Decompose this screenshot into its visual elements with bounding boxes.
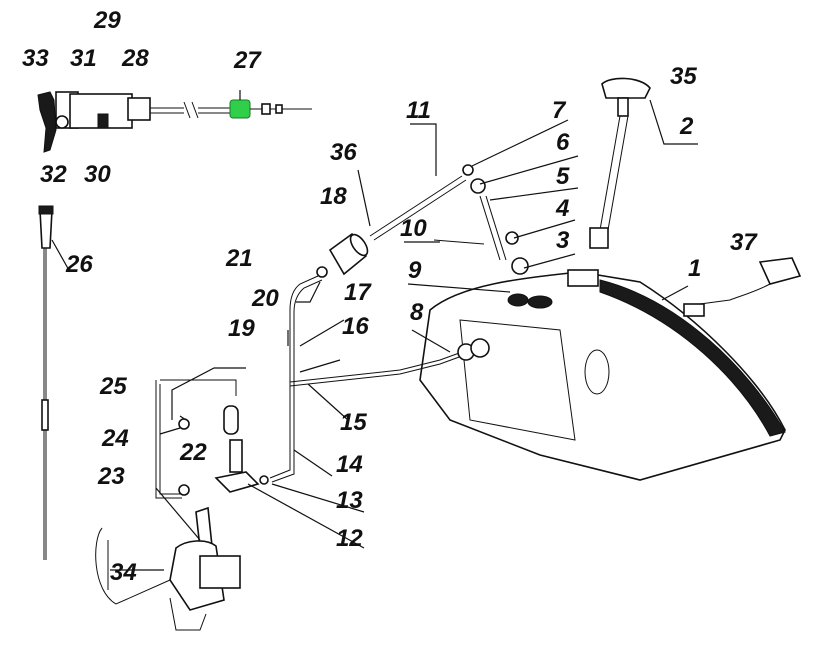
callout-28: 28 — [121, 45, 149, 72]
callout-33: 33 — [22, 45, 49, 72]
vent-assembly — [369, 164, 529, 275]
callout-29: 29 — [93, 7, 121, 34]
callout-31: 31 — [70, 45, 97, 72]
callout-21: 21 — [225, 245, 253, 272]
throttle-cap-28 — [127, 97, 151, 121]
callout-14: 14 — [336, 451, 363, 478]
callout-30: 30 — [84, 161, 111, 188]
callout-25: 25 — [99, 373, 127, 400]
fuel-tank-1 — [419, 269, 786, 481]
callout-5: 5 — [556, 163, 570, 190]
callout-6: 6 — [556, 129, 570, 156]
fuel-sender-37 — [683, 257, 802, 317]
callout-9: 9 — [408, 257, 422, 284]
callout-16: 16 — [342, 313, 369, 340]
throttle-assembly — [37, 91, 312, 153]
callout-22: 22 — [179, 439, 207, 466]
callout-11: 11 — [406, 97, 431, 124]
callout-36: 36 — [330, 139, 357, 166]
callout-20: 20 — [251, 285, 279, 312]
callout-35: 35 — [670, 63, 697, 90]
filler-neck — [567, 269, 599, 287]
callout-37: 37 — [730, 229, 758, 256]
carburetor-23 — [95, 506, 241, 631]
callout-labels: 1 2 3 4 5 6 7 8 9 10 11 12 13 14 15 16 1… — [22, 7, 758, 586]
callout-8: 8 — [410, 299, 424, 326]
callout-23: 23 — [97, 463, 125, 490]
callout-12: 12 — [336, 525, 363, 552]
fuel-petcock — [178, 405, 269, 496]
callout-7: 7 — [552, 97, 567, 124]
callout-27: 27 — [233, 47, 262, 74]
leader-lines — [51, 90, 698, 571]
fuel-lines — [155, 275, 490, 499]
choke-cable-26 — [38, 205, 54, 560]
callout-10: 10 — [400, 215, 427, 242]
callout-13: 13 — [336, 487, 363, 514]
callout-24: 24 — [101, 425, 129, 452]
callout-34: 34 — [110, 559, 137, 586]
cable-adjuster-27 — [229, 99, 251, 119]
fuel-level-sender — [589, 77, 651, 249]
callout-18: 18 — [320, 183, 347, 210]
throttle-lever-33 — [37, 91, 57, 153]
tank-port-9 — [507, 293, 529, 307]
throttle-ring-32 — [55, 115, 69, 129]
callout-26: 26 — [65, 251, 93, 278]
callout-19: 19 — [228, 315, 255, 342]
callout-2: 2 — [679, 113, 694, 140]
fuel-filter-18 — [316, 232, 369, 278]
callout-3: 3 — [556, 227, 570, 254]
callout-32: 32 — [40, 161, 67, 188]
callout-17: 17 — [344, 279, 372, 306]
throttle-screw-30 — [97, 113, 109, 129]
callout-4: 4 — [555, 195, 569, 222]
callout-15: 15 — [340, 409, 367, 436]
callout-1: 1 — [688, 255, 701, 282]
